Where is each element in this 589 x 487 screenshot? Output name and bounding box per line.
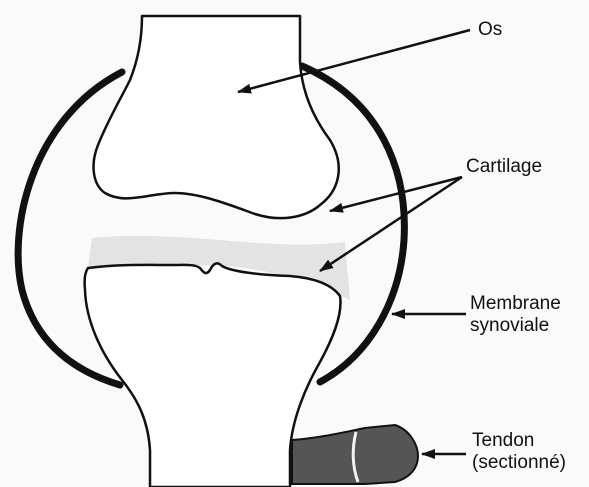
membrane-label-line1: Membrane [470,293,561,315]
cartilage-arrow-lower [320,177,462,271]
membrane-label-line2: synoviale [470,315,561,337]
upper-bone [94,16,339,218]
synovial-membrane-label: Membrane synoviale [470,293,561,337]
tendon-label: Tendon (sectionné) [472,430,566,474]
cartilage-label: Cartilage [466,156,542,178]
os-label: Os [478,19,502,41]
tendon-label-line1: Tendon [472,430,566,452]
tendon-label-line2: (sectionné) [472,452,566,474]
